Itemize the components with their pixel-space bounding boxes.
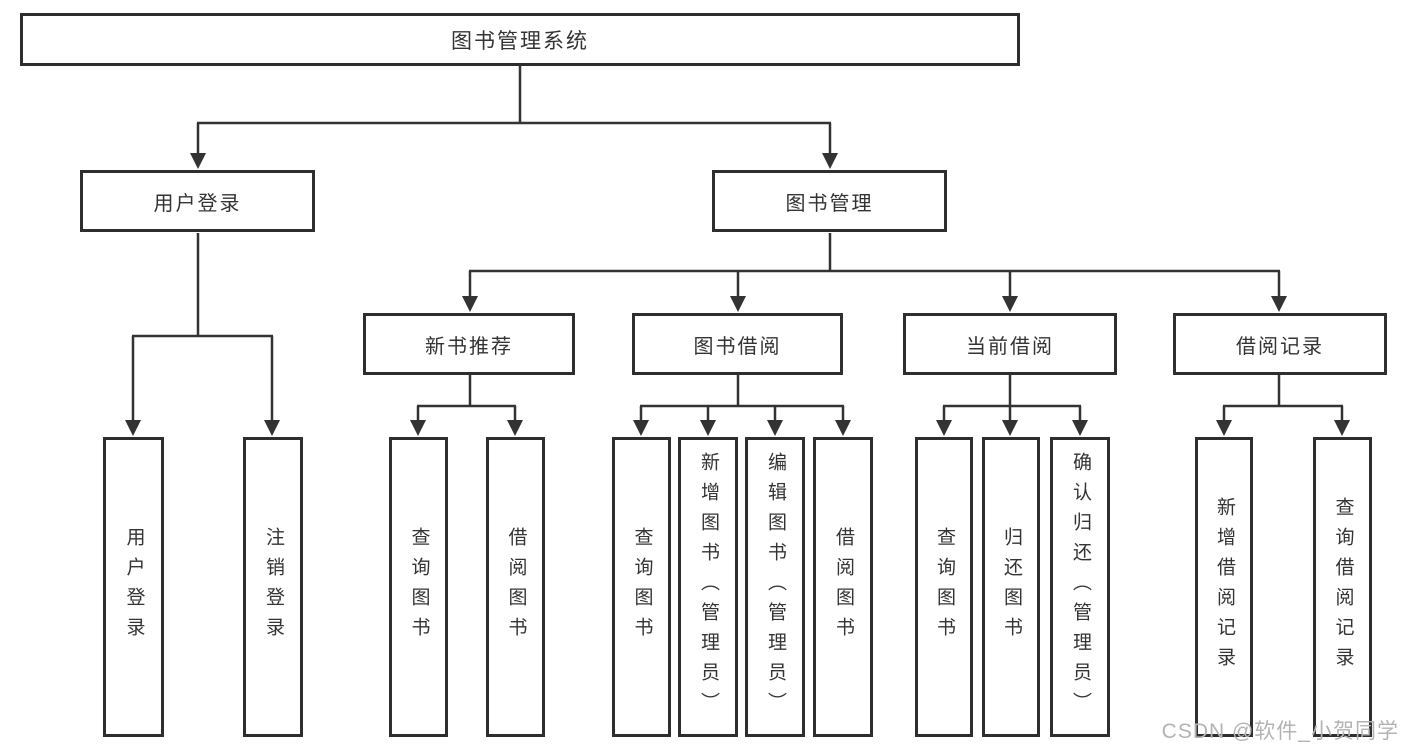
leaf-borrow-books-borrow: 借阅图书	[813, 437, 873, 737]
leaf-return-books: 归还图书	[982, 437, 1040, 737]
leaf-edit-book-admin: 编辑图书（管理员）	[745, 437, 805, 737]
leaf-query-books-recommend: 查询图书	[389, 437, 448, 737]
leaf-query-books-current: 查询图书	[915, 437, 973, 737]
leaf-logout: 注销登录	[243, 437, 303, 737]
leaf-query-borrow-record: 查询借阅记录	[1313, 437, 1372, 737]
node-new-book-recommend: 新书推荐	[363, 313, 575, 375]
node-borrowing-records: 借阅记录	[1173, 313, 1387, 375]
leaf-user-login: 用户登录	[103, 437, 164, 737]
node-current-borrowing: 当前借阅	[903, 313, 1117, 375]
leaf-add-borrow-record: 新增借阅记录	[1195, 437, 1253, 737]
csdn-watermark: CSDN @软件_小贺同学	[1161, 720, 1399, 743]
leaf-add-book-admin: 新增图书（管理员）	[678, 437, 738, 737]
leaf-query-books-borrow: 查询图书	[612, 437, 671, 737]
node-book-borrowing: 图书借阅	[632, 313, 843, 375]
leaf-borrow-books-recommend: 借阅图书	[486, 437, 545, 737]
node-user-login: 用户登录	[80, 170, 315, 232]
node-book-management: 图书管理	[712, 170, 947, 232]
leaf-confirm-return-admin: 确认归还（管理员）	[1050, 437, 1110, 737]
node-library-management-system: 图书管理系统	[20, 13, 1020, 66]
